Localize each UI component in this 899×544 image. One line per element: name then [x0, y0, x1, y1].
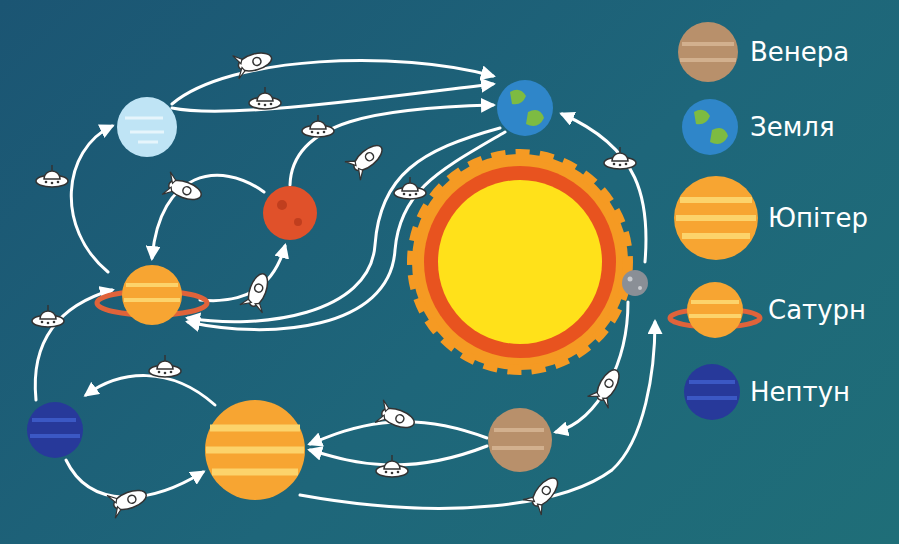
legend-label: Сатурн [768, 295, 866, 325]
legend-icons [670, 22, 760, 420]
legend-label: Юпітер [768, 203, 868, 233]
sun [412, 154, 628, 370]
route-arrows [35, 60, 655, 508]
legend-label: Земля [750, 112, 835, 142]
legend-label: Венера [750, 37, 849, 67]
vehicles [32, 46, 636, 518]
legend-label: Нептун [750, 377, 850, 407]
planets [27, 80, 648, 500]
